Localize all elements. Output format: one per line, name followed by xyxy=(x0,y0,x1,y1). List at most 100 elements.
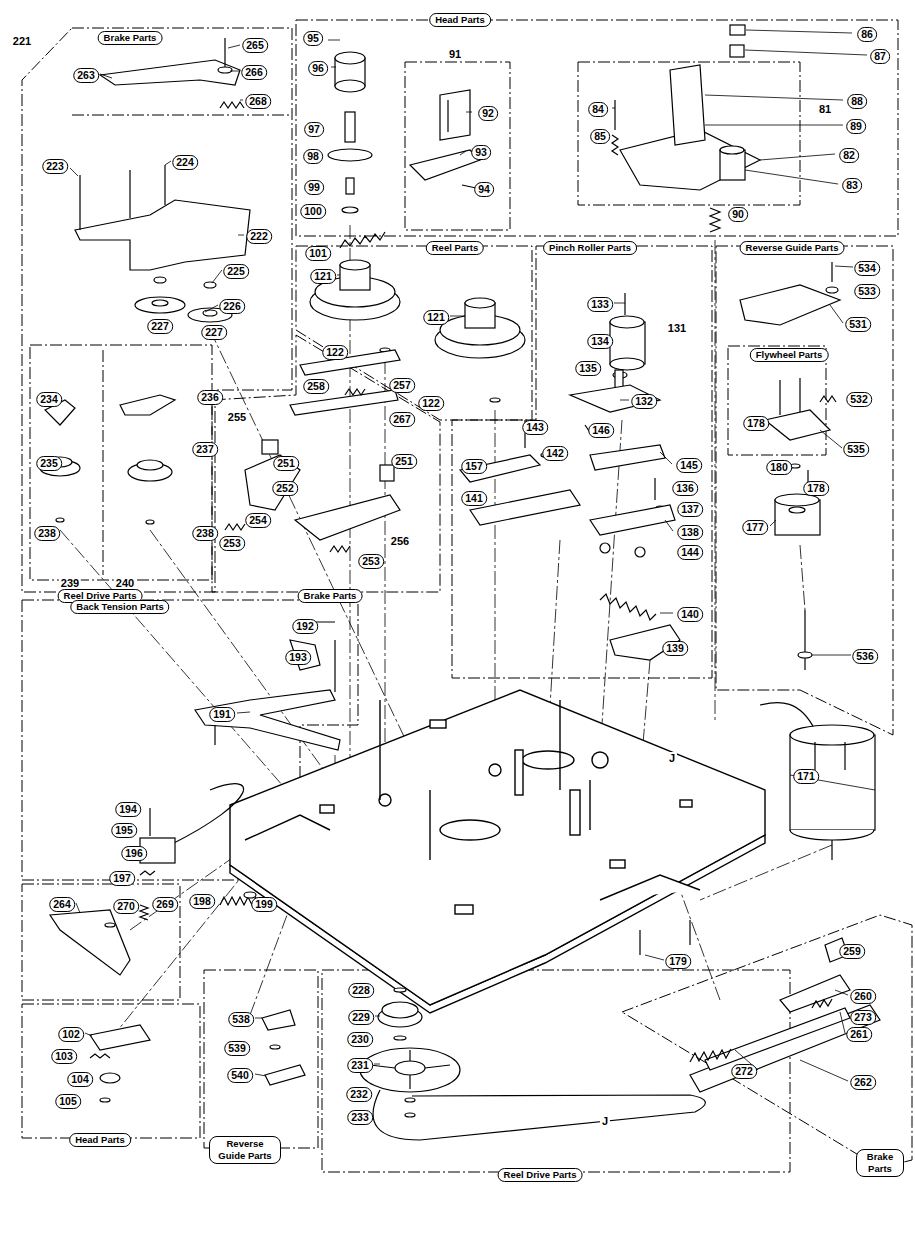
part-shape xyxy=(590,445,665,470)
callout-number-holder: 269 xyxy=(152,894,178,912)
callout-number-holder: 261 xyxy=(846,1024,872,1042)
callout-number-holder: 224 xyxy=(172,152,198,170)
callout-number-holder: 105 xyxy=(55,1091,81,1109)
callout-number-holder: 137 xyxy=(677,499,703,517)
part-shape xyxy=(689,920,690,945)
part-shape xyxy=(612,135,618,155)
callout-number: 121 xyxy=(423,310,449,325)
callout-number-holder: 92 xyxy=(478,103,498,121)
callout-number-holder: 84 xyxy=(588,99,608,117)
callout-number-holder: 534 xyxy=(854,258,880,276)
chassis-plate-shape xyxy=(489,764,501,776)
group-heading-holder: Reverse Guide Parts xyxy=(209,1136,281,1164)
group-heading-holder: Brake Parts xyxy=(856,1149,904,1177)
callout-number-holder: 97 xyxy=(304,119,324,137)
leader-line-shape xyxy=(374,1064,380,1065)
part-number-label-holder: J xyxy=(600,1111,610,1129)
callout-number: 270 xyxy=(113,899,139,914)
callout-number: 121 xyxy=(310,269,336,284)
callout-number: 102 xyxy=(58,1027,84,1042)
chassis-plate-shape xyxy=(570,790,580,835)
callout-number: 199 xyxy=(251,897,277,912)
callout-number: 236 xyxy=(197,390,223,405)
part-shape xyxy=(335,52,365,64)
part-shape xyxy=(295,495,400,540)
callout-number-holder: 238 xyxy=(34,523,60,541)
callout-number-holder: 93 xyxy=(471,142,491,160)
callout-number-holder: 237 xyxy=(192,439,218,457)
chassis-plate-shape xyxy=(320,805,334,813)
callout-number-holder: 100 xyxy=(300,201,326,219)
group-heading: Head Parts xyxy=(69,1133,131,1147)
group-heading-holder: Pinch Roller Parts xyxy=(543,237,637,255)
callout-number: 536 xyxy=(852,649,878,664)
callout-number-holder: 82 xyxy=(839,145,859,163)
callout-number: 139 xyxy=(662,641,688,656)
callout-number-holder: 144 xyxy=(677,542,703,560)
group-heading-holder: Reverse Guide Parts xyxy=(740,237,845,255)
callout-number: 87 xyxy=(870,49,890,64)
callout-number: 145 xyxy=(676,458,702,473)
group-boundary-shape xyxy=(716,246,893,735)
callout-number-holder: 262 xyxy=(850,1072,876,1090)
callout-number: 262 xyxy=(850,1075,876,1090)
callout-number: 103 xyxy=(51,1049,77,1064)
part-shape xyxy=(465,298,495,308)
leader-line-shape xyxy=(466,112,472,113)
part-number-label-holder: 221 xyxy=(11,31,33,49)
part-shape xyxy=(410,150,480,180)
chassis-plate-shape xyxy=(379,794,391,806)
callout-number-holder: 252 xyxy=(272,478,298,496)
part-shape xyxy=(447,100,448,132)
part-number-label-holder: 255 xyxy=(226,407,248,425)
callout-number-holder: 136 xyxy=(672,478,698,496)
callout-number-holder: 191 xyxy=(209,704,235,722)
part-shape xyxy=(204,282,216,288)
group-heading: Brake Parts xyxy=(856,1149,904,1177)
callout-number-holder: 179 xyxy=(665,951,691,969)
callout-number: 99 xyxy=(304,180,324,195)
group-boundary-shape xyxy=(452,246,712,678)
part-shape xyxy=(780,975,850,1012)
group-boundary-shape xyxy=(405,62,510,230)
chassis-plate-shape xyxy=(245,815,330,840)
leader-line-shape xyxy=(228,45,240,48)
leader-line-shape xyxy=(660,613,673,614)
callout-number-holder: 178 xyxy=(743,413,769,431)
callout-number-holder: 273 xyxy=(850,1007,876,1025)
callout-number: 233 xyxy=(347,1110,373,1125)
part-shape xyxy=(799,378,800,412)
callout-number-holder: 121 xyxy=(310,266,336,284)
callout-number-holder: 258 xyxy=(303,376,329,394)
callout-number: 93 xyxy=(471,145,491,160)
callout-number-holder: 266 xyxy=(241,62,267,80)
callout-number: 82 xyxy=(839,148,859,163)
part-shape xyxy=(789,507,805,513)
part-shape xyxy=(405,1113,415,1117)
group-boundary xyxy=(22,20,912,1172)
callout-number: 136 xyxy=(672,481,698,496)
callout-number-holder: 531 xyxy=(845,314,871,332)
part-number-label: 91 xyxy=(447,48,463,61)
callout-number: 538 xyxy=(228,1012,254,1027)
part-shape xyxy=(225,524,245,530)
callout-number-holder: 539 xyxy=(224,1038,250,1056)
part-shape xyxy=(346,178,354,194)
callout-number-holder: 227 xyxy=(147,316,173,334)
part-shape xyxy=(149,808,150,836)
callout-number-holder: 194 xyxy=(115,799,141,817)
group-heading-holder: Brake Parts xyxy=(98,27,163,45)
callout-number-holder: 90 xyxy=(728,204,748,222)
callout-number-holder: 535 xyxy=(843,439,869,457)
part-shape xyxy=(570,385,660,412)
leader-line-shape xyxy=(328,40,340,41)
part-shape xyxy=(90,1025,150,1050)
group-heading: Reverse Guide Parts xyxy=(209,1136,281,1164)
part-shape xyxy=(394,1036,406,1040)
callout-number: 191 xyxy=(209,707,235,722)
callout-number-holder: 140 xyxy=(677,604,703,622)
callout-number-holder: 134 xyxy=(587,331,613,349)
part-shape xyxy=(710,208,720,232)
leader-line-shape xyxy=(205,305,218,312)
